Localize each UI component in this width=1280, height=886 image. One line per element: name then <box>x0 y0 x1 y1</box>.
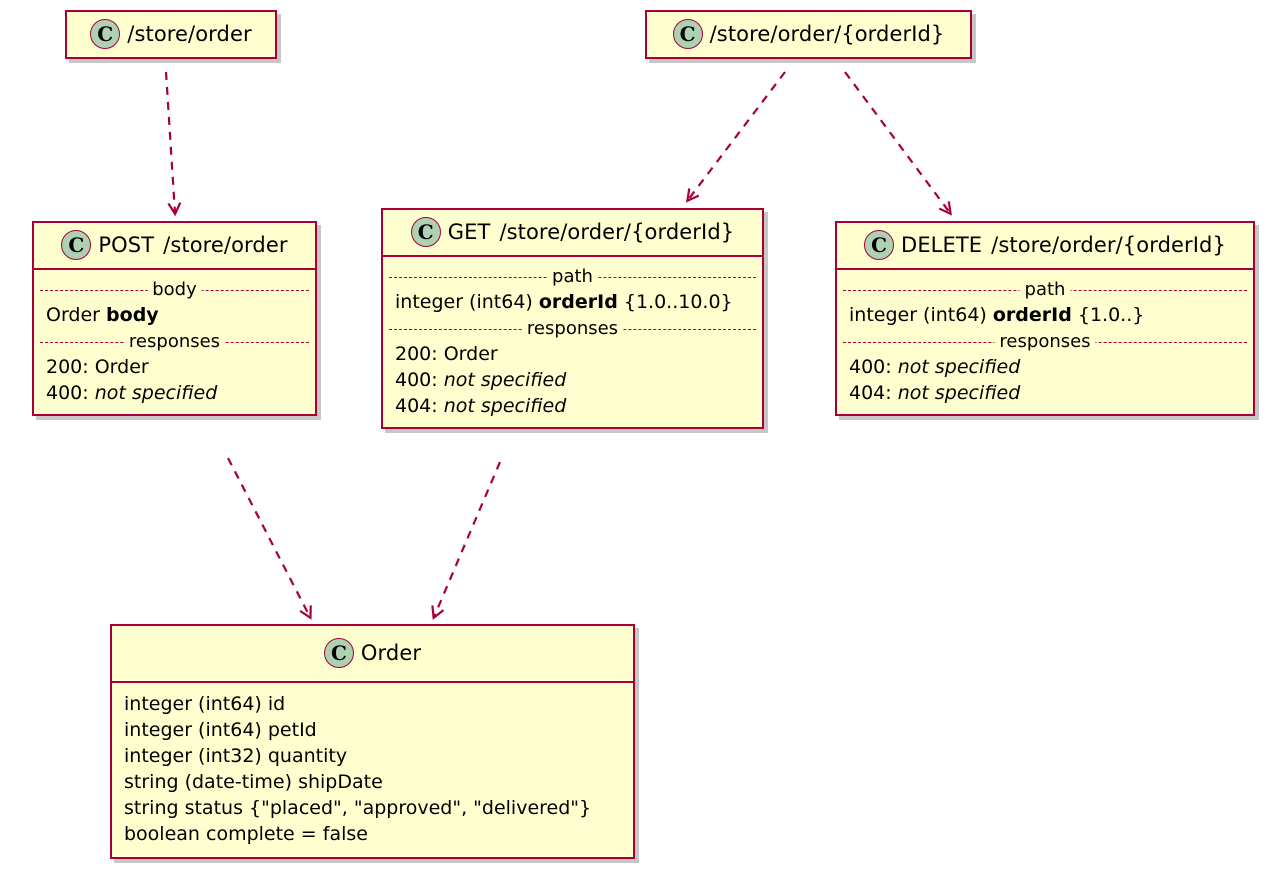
node-delete-store-order-id[interactable]: C DELETE/store/order/{orderId} path inte… <box>835 221 1255 417</box>
attribute-row: Order body <box>46 304 159 326</box>
parameter-row: integer (int64) orderId {1.0..10.0} <box>395 291 733 313</box>
class-stereotype-icon: C <box>90 19 121 49</box>
node-header: C /store/order/{orderId} <box>647 12 970 57</box>
http-path: /store/order/{orderId} <box>991 233 1226 257</box>
attribute-row: string status {"placed", "approved", "de… <box>124 797 592 820</box>
http-path: /store/order <box>163 233 288 257</box>
attribute-row: integer (int32) quantity <box>124 745 348 768</box>
node-title: POST/store/order <box>98 233 287 257</box>
edge-get-to-order <box>434 461 502 617</box>
response-row: 400: not specified <box>395 369 567 392</box>
section-separator-responses: responses <box>837 331 1253 354</box>
http-path: /store/order/{orderId} <box>499 220 735 244</box>
node-header: C Order <box>112 626 633 683</box>
http-verb: GET <box>447 220 491 244</box>
node-body: path integer (int64) orderId {1.0..10.0}… <box>383 257 762 427</box>
node-body: body Order body responses 200: Order 400… <box>34 270 315 414</box>
section-separator-body: body <box>34 279 315 301</box>
http-verb: POST <box>98 233 155 257</box>
node-header: C POST/store/order <box>34 223 315 270</box>
class-stereotype-icon: C <box>864 230 895 260</box>
node-header: C GET/store/order/{orderId} <box>383 210 762 257</box>
response-row: 400: not specified <box>849 356 1021 379</box>
section-separator-responses: responses <box>383 318 762 341</box>
node-title: DELETE/store/order/{orderId} <box>901 233 1226 257</box>
attribute-row: boolean complete = false <box>124 823 368 846</box>
response-row: 404: not specified <box>849 382 1021 405</box>
node-order-class[interactable]: C Order integer (int64) id integer (int6… <box>110 624 635 860</box>
node-root-store-order-id[interactable]: C /store/order/{orderId} <box>645 10 972 59</box>
node-body: path integer (int64) orderId {1.0..} res… <box>837 270 1253 414</box>
edge-rootid-to-delete <box>844 71 950 213</box>
attribute-row: integer (int64) id <box>124 693 286 715</box>
section-separator-path: path <box>383 266 762 288</box>
node-title: Order <box>360 641 422 665</box>
edge-post-to-order <box>227 457 310 617</box>
response-row: 400: not specified <box>46 382 218 405</box>
response-row: 404: not specified <box>395 395 567 418</box>
attribute-row: integer (int64) petId <box>124 719 317 742</box>
node-body: integer (int64) id integer (int64) petId… <box>112 683 633 857</box>
class-stereotype-icon: C <box>672 19 703 49</box>
node-root-store-order[interactable]: C /store/order <box>65 10 277 59</box>
node-header: C DELETE/store/order/{orderId} <box>837 223 1253 270</box>
class-stereotype-icon: C <box>323 638 354 668</box>
section-separator-path: path <box>837 279 1253 301</box>
node-title: /store/order <box>127 22 252 46</box>
node-post-store-order[interactable]: C POST/store/order body Order body respo… <box>32 221 317 417</box>
node-title: /store/order/{orderId} <box>709 22 945 46</box>
class-stereotype-icon: C <box>410 217 441 247</box>
edge-rootid-to-get <box>688 71 786 200</box>
node-header: C /store/order <box>67 12 275 57</box>
parameter-row: integer (int64) orderId {1.0..} <box>849 304 1145 326</box>
node-title: GET/store/order/{orderId} <box>448 220 734 244</box>
node-get-store-order-id[interactable]: C GET/store/order/{orderId} path integer… <box>381 208 764 430</box>
class-stereotype-icon: C <box>61 230 92 260</box>
response-row: 200: Order <box>395 343 498 366</box>
http-verb: DELETE <box>901 233 983 257</box>
section-separator-responses: responses <box>34 331 315 354</box>
attribute-row: string (date-time) shipDate <box>124 771 383 794</box>
edge-root-to-post <box>164 71 175 213</box>
response-row: 200: Order <box>46 356 149 379</box>
